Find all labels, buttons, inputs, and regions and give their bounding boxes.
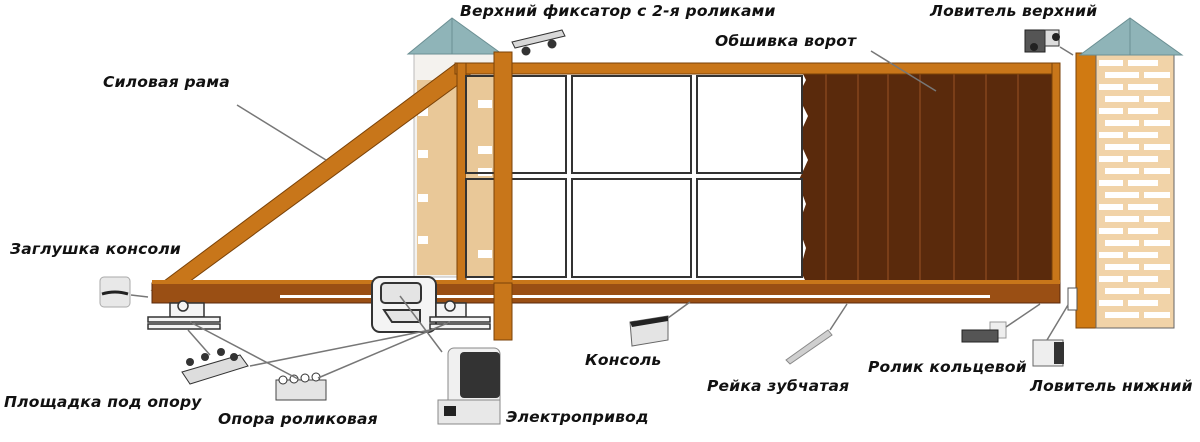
label-bottom-catcher: Ловитель нижний (1030, 377, 1193, 395)
support-platform-part (181, 348, 249, 385)
label-power-frame: Силовая рама (103, 73, 230, 91)
label-gate-sheathing: Обшивка ворот (715, 32, 857, 50)
ring-roller-part (961, 321, 1007, 343)
console-part (629, 315, 669, 347)
console-plug-part (99, 276, 131, 308)
bottom-catcher-part (1032, 339, 1064, 367)
label-top-fixator: Верхний фиксатор с 2-я роликами (460, 2, 776, 20)
roller-support-part (275, 372, 327, 401)
label-gear-rack: Рейка зубчатая (707, 377, 850, 395)
top-catcher-part (1024, 29, 1060, 53)
top-fixator-part (511, 29, 566, 56)
label-roller-support: Опора роликовая (218, 410, 378, 428)
label-ring-roller: Ролик кольцевой (868, 358, 1027, 376)
roller-carriages (147, 300, 491, 330)
label-electric-drive: Электропривод (506, 408, 649, 426)
label-top-catcher: Ловитель верхний (930, 2, 1098, 20)
gate-sheathing (798, 68, 1055, 290)
electric-drive-part (437, 347, 501, 425)
label-support-platform: Площадка под опору (4, 393, 202, 411)
label-console-plug: Заглушка консоли (10, 240, 181, 258)
power-frame (150, 51, 1061, 341)
drive-mount (371, 276, 437, 333)
leader-lines (130, 46, 1074, 381)
gear-rack-part (785, 329, 833, 365)
label-console: Консоль (585, 351, 662, 369)
right-pillar (1067, 17, 1184, 329)
